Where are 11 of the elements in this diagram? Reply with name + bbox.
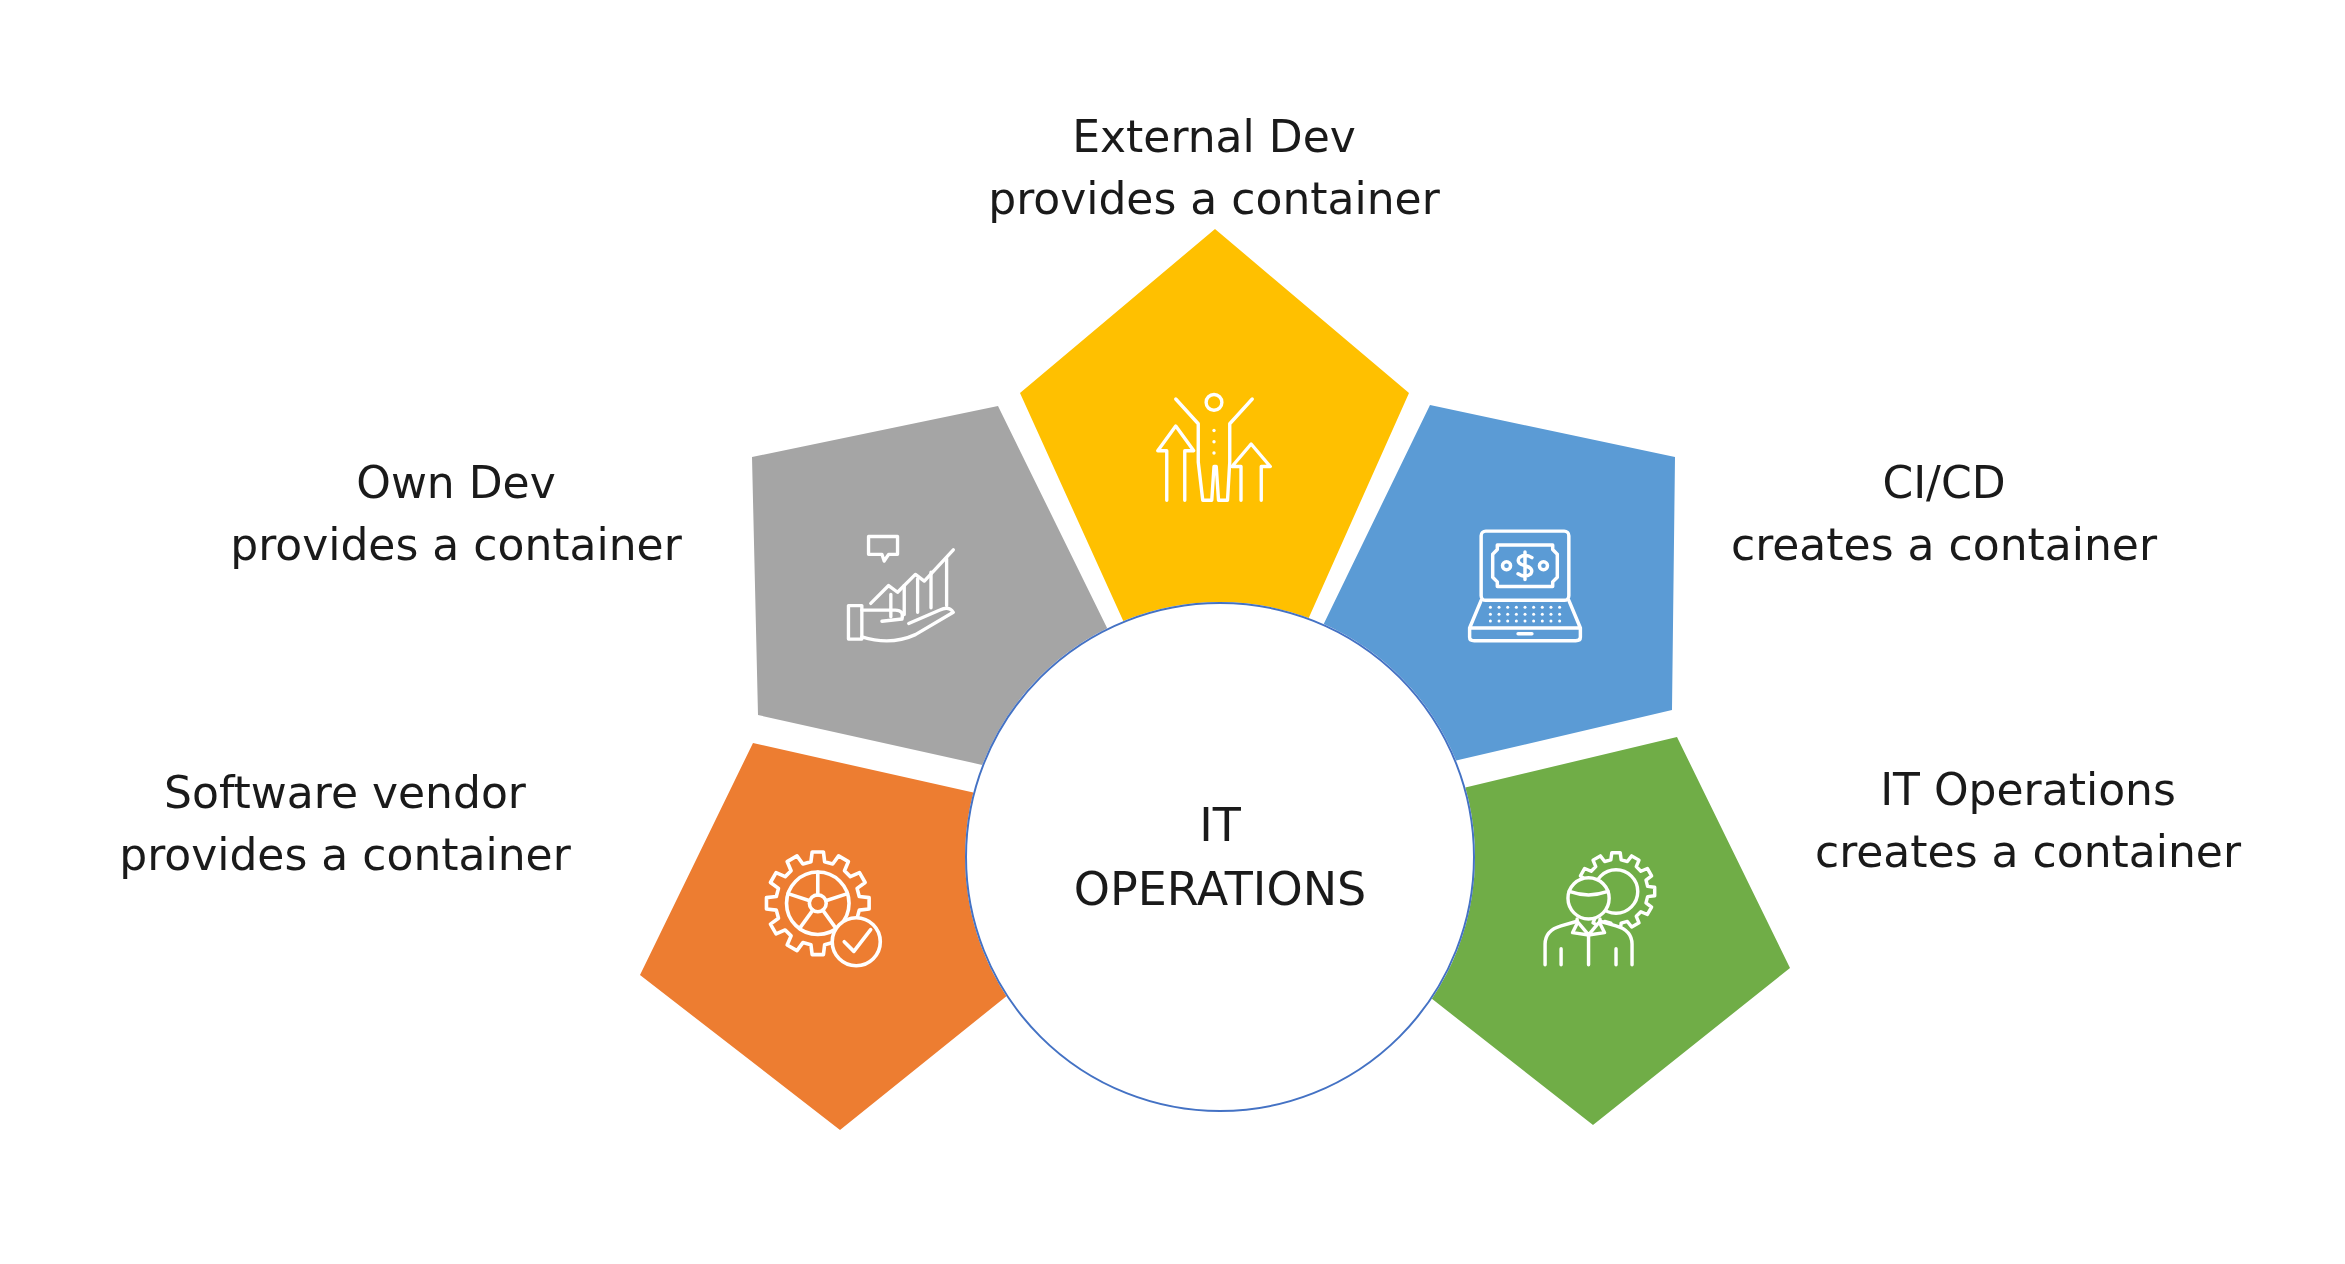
subheading-text: creates a container bbox=[1815, 825, 2241, 879]
heading-text: IT Operations bbox=[1880, 763, 2176, 817]
heading-text: Software vendor bbox=[164, 766, 526, 820]
subheading-text: provides a container bbox=[230, 518, 682, 572]
heading-text: Own Dev bbox=[356, 456, 556, 510]
heading-text: CI/CD bbox=[1882, 456, 2006, 510]
center-label: IT OPERATIONS bbox=[1073, 797, 1367, 918]
subheading-text: creates a container bbox=[1731, 518, 2157, 572]
subheading-text: provides a container bbox=[988, 172, 1440, 226]
heading-text: External Dev bbox=[1072, 110, 1356, 164]
subheading-text: provides a container bbox=[119, 828, 571, 882]
